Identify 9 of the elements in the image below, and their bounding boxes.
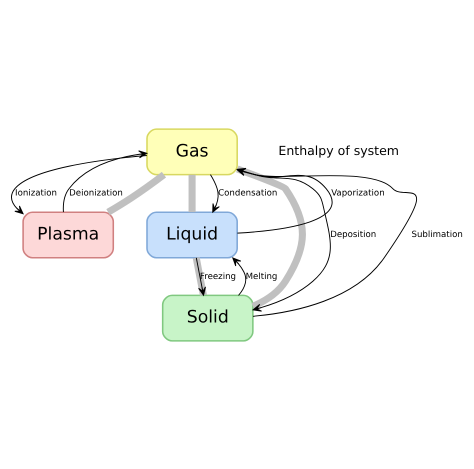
edge-label: Deionization <box>69 188 123 198</box>
label: Enthalpy of system <box>278 142 400 158</box>
edge-label: Sublimation <box>411 230 463 240</box>
edge-label: Vaporization <box>331 188 385 198</box>
edge-label: Ionization <box>15 188 58 198</box>
edge-label: Deposition <box>330 230 376 240</box>
edge-label: Condensation <box>218 188 278 198</box>
edge-label: Melting <box>246 271 278 282</box>
edge-label: Freezing <box>200 271 236 282</box>
